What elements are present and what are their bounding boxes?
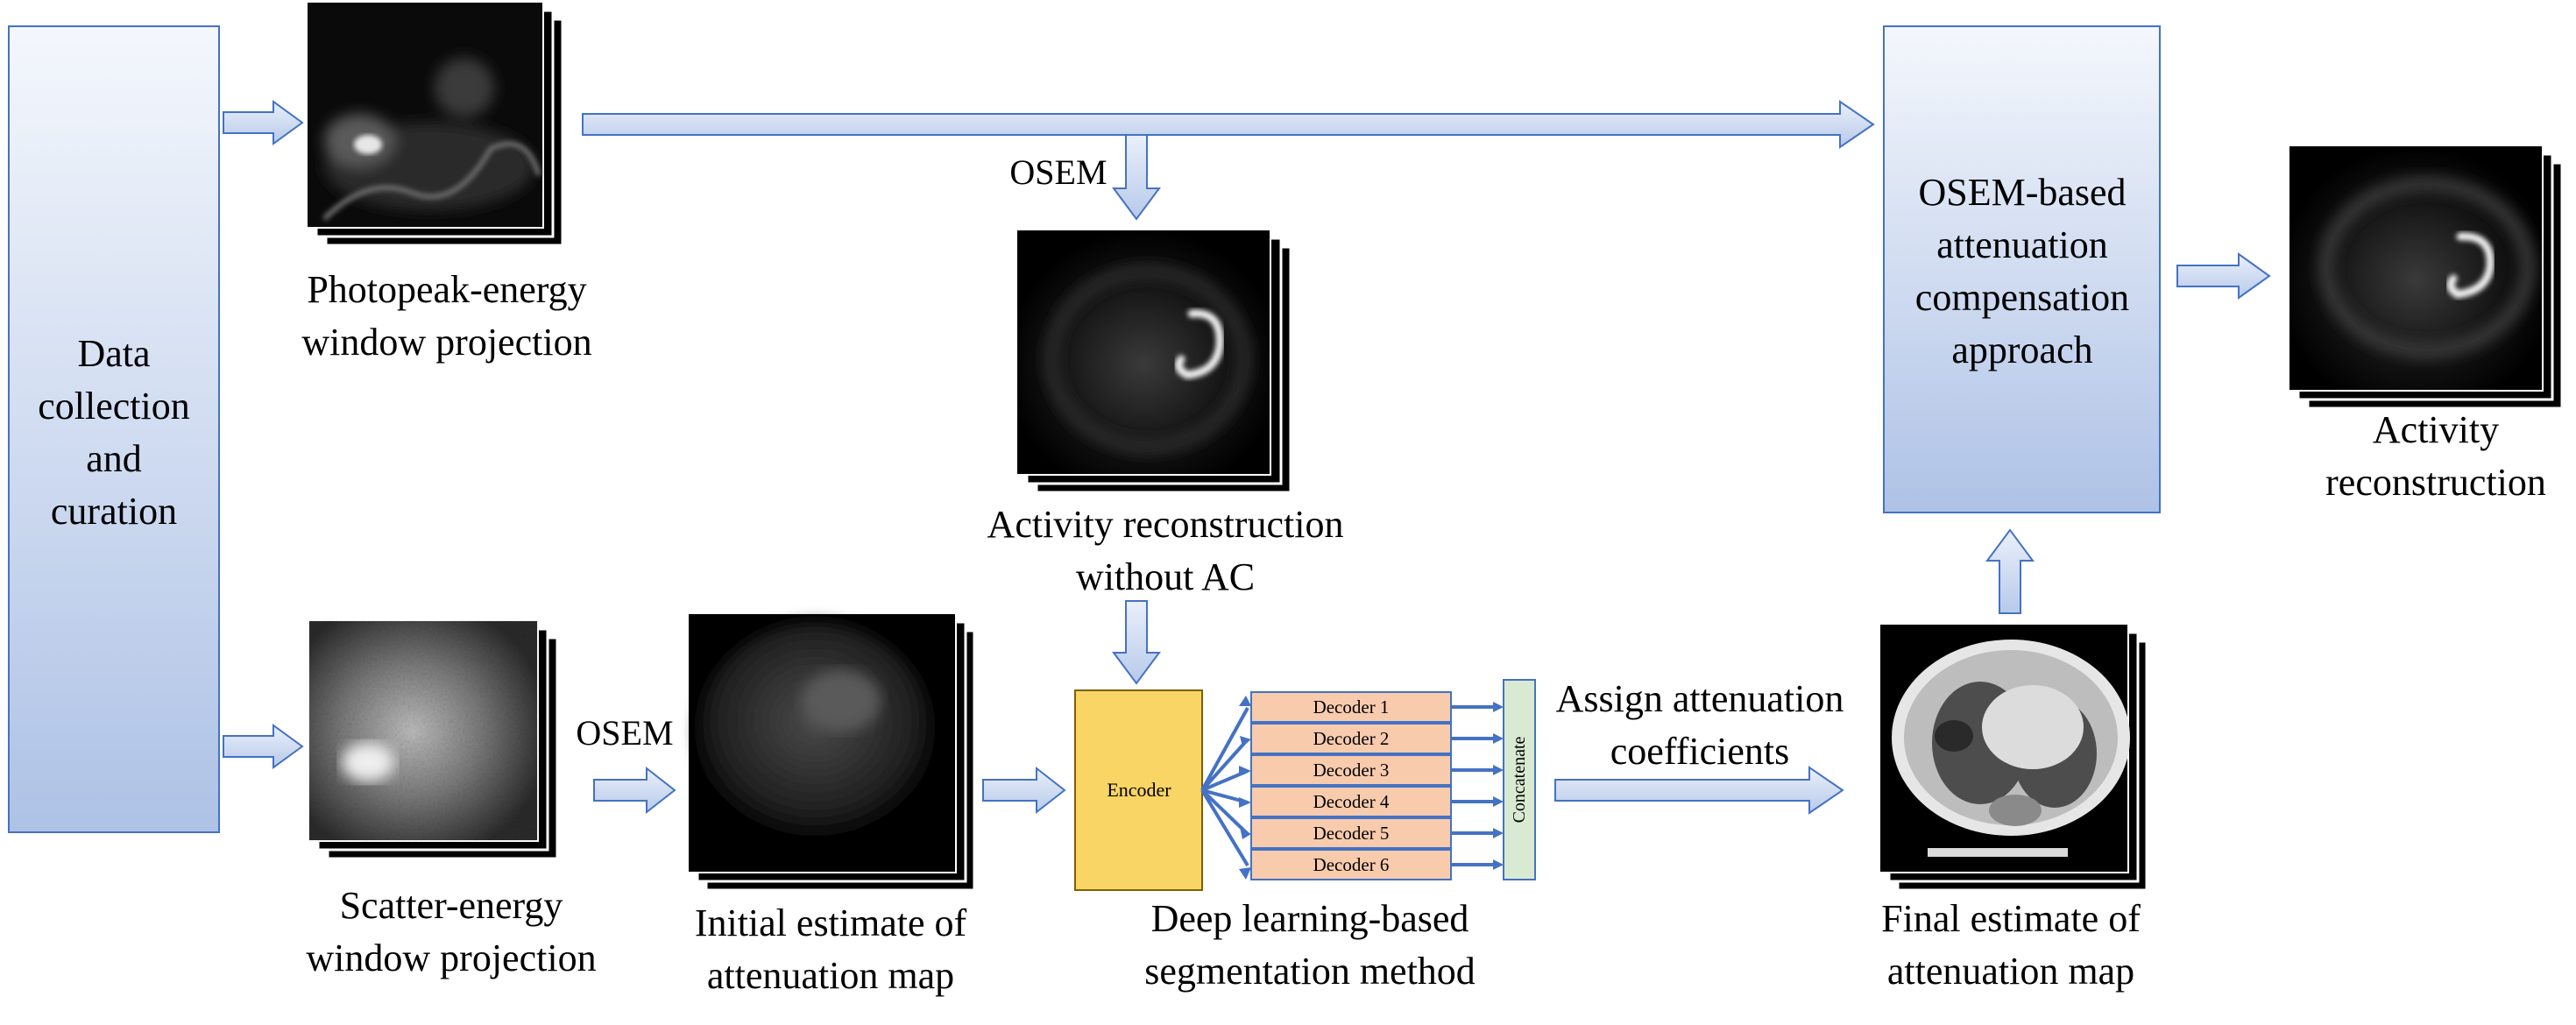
- decoder-3-block: [1250, 754, 1452, 786]
- decoder-stack: Decoder 1 Decoder 2 Decoder 3 Decoder 4 …: [1250, 691, 1452, 880]
- osem-bottom-label: OSEM: [576, 713, 673, 753]
- decoder-6-label: Decoder 6: [1313, 854, 1390, 875]
- segmentation-network: Encoder Decoder 1 Decoder 2 D: [1074, 679, 1536, 891]
- network-caption-line-2: segmentation method: [1144, 950, 1476, 993]
- arrow-initial-to-encoder: [982, 766, 1066, 815]
- concatenate-block: [1503, 679, 1536, 880]
- decoder-concat-links: [1451, 705, 1500, 866]
- encoder-decoder-links: [1200, 707, 1249, 867]
- decoder-5-label: Decoder 5: [1313, 823, 1390, 844]
- photopeak-caption-line-2: window projection: [301, 321, 591, 364]
- concatenate-label: Concatenate: [1510, 736, 1529, 823]
- arrow-concat-to-final: [1554, 766, 1844, 815]
- scatter-projection-image: [308, 619, 559, 860]
- decoder-2-label: Decoder 2: [1313, 728, 1390, 749]
- scatter-caption-line-1: Scatter-energy: [340, 884, 563, 927]
- osem-ac-line-1: OSEM-based: [1918, 171, 2126, 214]
- data-collection-line-2: collection: [38, 385, 190, 428]
- decoder-1-block: [1250, 691, 1452, 723]
- no-ac-reconstruction-image: [1016, 229, 1292, 494]
- arrow-data-to-photopeak: [223, 100, 304, 145]
- osem-top-label: OSEM: [1009, 152, 1107, 192]
- initial-map-caption-line-1: Initial estimate of: [695, 901, 967, 944]
- decoder-arrowheads: [1239, 696, 1251, 880]
- encoder-label: Encoder: [1107, 779, 1171, 801]
- encoder-block: [1074, 689, 1203, 891]
- arrow-scatter-to-initial: [593, 766, 676, 815]
- final-map-caption-line-1: Final estimate of: [1881, 897, 2141, 940]
- decoder-4-block: [1250, 786, 1452, 817]
- block-arrows: [223, 100, 2271, 815]
- data-collection-line-4: curation: [51, 490, 177, 533]
- concat-arrowheads: [1493, 702, 1504, 870]
- osem-ac-line-2: attenuation: [1936, 223, 2108, 266]
- data-collection-line-3: and: [86, 437, 142, 480]
- network-caption-line-1: Deep learning-based: [1151, 897, 1469, 940]
- osem-ac-block: OSEM-based attenuation compensation appr…: [1883, 25, 2161, 513]
- arrow-photopeak-to-osem-ac: [582, 100, 1875, 149]
- arrow-noac-to-encoder: [1112, 600, 1161, 685]
- no-ac-caption-line-2: without AC: [1076, 555, 1255, 598]
- data-collection-block: Data collection and curation: [8, 25, 220, 833]
- final-map-caption-line-2: attenuation map: [1887, 950, 2134, 993]
- decoder-2-block: [1250, 723, 1452, 754]
- initial-attenuation-map-image: [687, 612, 976, 892]
- osem-ac-line-3: compensation: [1915, 276, 2129, 319]
- activity-caption-line-2: reconstruction: [2325, 461, 2546, 504]
- decoder-5-block: [1250, 817, 1452, 849]
- osem-ac-line-4: approach: [1951, 329, 2092, 371]
- decoder-1-label: Decoder 1: [1313, 696, 1390, 718]
- assign-label-line-1: Assign attenuation: [1556, 677, 1844, 720]
- photopeak-projection-image: [306, 1, 564, 247]
- arrow-down-osem-top: [1112, 134, 1161, 221]
- arrow-data-to-scatter: [223, 724, 304, 769]
- no-ac-caption-line-1: Activity reconstruction: [987, 503, 1344, 546]
- photopeak-caption-line-1: Photopeak-energy: [307, 268, 586, 311]
- final-attenuation-map-image: [1879, 623, 2148, 892]
- arrow-osem-ac-to-activity: [2176, 252, 2271, 300]
- activity-reconstruction-image: [2288, 145, 2564, 410]
- arrow-final-to-osem-ac: [1985, 528, 2035, 614]
- activity-caption-line-1: Activity: [2373, 408, 2499, 451]
- initial-map-caption-line-2: attenuation map: [707, 954, 954, 997]
- assign-label-line-2: coefficients: [1610, 730, 1789, 773]
- decoder-4-label: Decoder 4: [1313, 791, 1390, 812]
- data-collection-line-1: Data: [77, 332, 150, 375]
- decoder-3-label: Decoder 3: [1313, 760, 1390, 781]
- scatter-caption-line-2: window projection: [306, 937, 596, 979]
